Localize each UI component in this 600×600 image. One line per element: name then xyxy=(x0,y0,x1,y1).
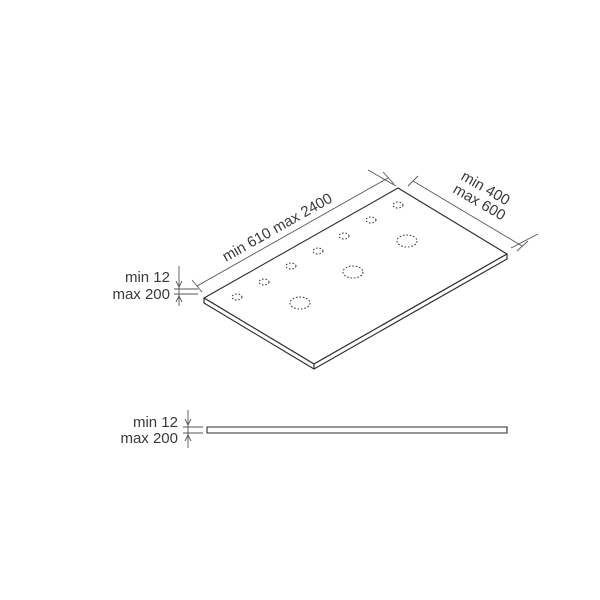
hole-marker xyxy=(258,278,270,286)
thickness-dimension-side: min 12 max 200 xyxy=(120,410,203,448)
thickness-dimension-top: min 12 max 200 xyxy=(112,266,198,306)
side-view-profile xyxy=(206,426,508,434)
hole-marker xyxy=(365,216,377,224)
sink-hole-marker xyxy=(342,265,364,279)
hole-marker xyxy=(231,293,243,301)
thickness-side-line2: max 200 xyxy=(120,430,178,447)
sink-hole-marker xyxy=(396,234,418,248)
thickness-top-line1: min 12 xyxy=(125,269,170,286)
isometric-slab xyxy=(203,187,508,370)
side-view-slab xyxy=(206,426,508,434)
slab-top-face xyxy=(203,187,508,365)
thickness-top-line2: max 200 xyxy=(112,286,170,303)
hole-marker xyxy=(338,232,350,240)
hole-marker xyxy=(392,201,404,209)
hole-marker xyxy=(285,262,297,270)
cutout-markers xyxy=(231,201,418,310)
hole-marker xyxy=(312,247,324,255)
thickness-side-line1: min 12 xyxy=(133,414,178,431)
sink-hole-marker xyxy=(289,296,311,310)
